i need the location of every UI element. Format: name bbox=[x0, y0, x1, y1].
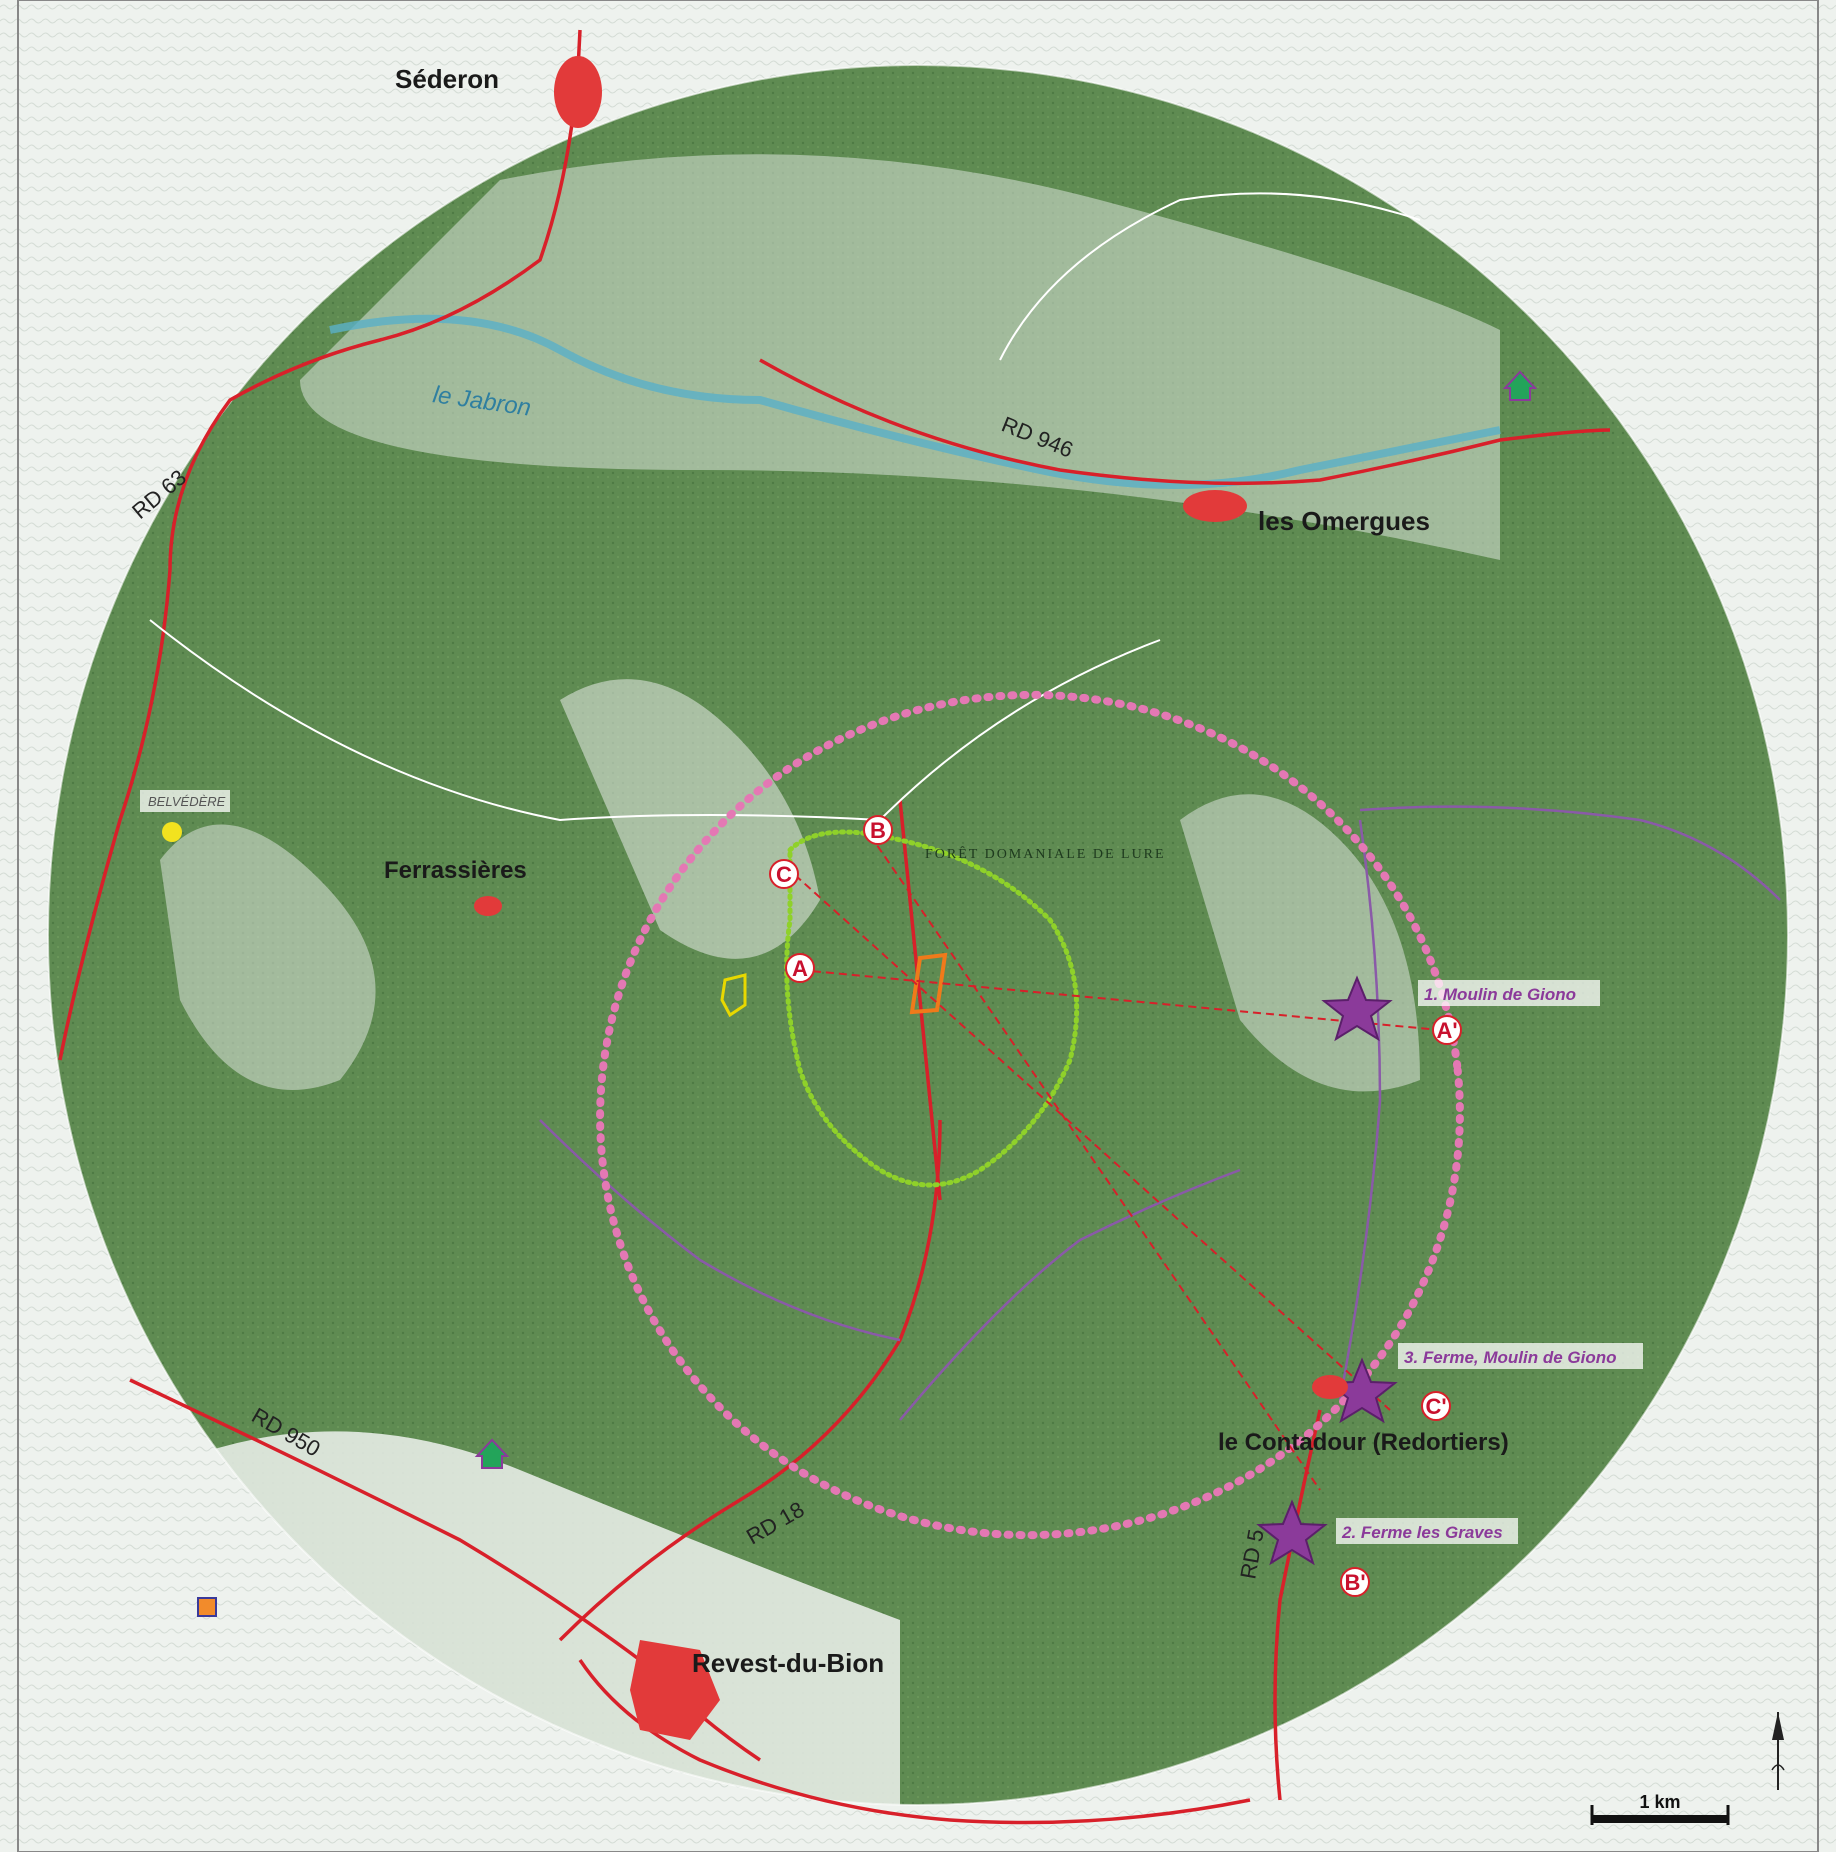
svg-text:Ferrassières: Ferrassières bbox=[384, 857, 527, 884]
belvedere-marker: BELVÉDÈRE bbox=[140, 790, 230, 842]
section-marker-B: B bbox=[863, 815, 893, 845]
viewpoint-star-2: 2. Ferme les Graves bbox=[1256, 1499, 1518, 1566]
svg-text:2. Ferme les Graves: 2. Ferme les Graves bbox=[1341, 1523, 1503, 1542]
square-icon-orange bbox=[197, 1597, 217, 1617]
section-marker-C-prime: C' bbox=[1421, 1391, 1451, 1421]
svg-text:BELVÉDÈRE: BELVÉDÈRE bbox=[148, 794, 226, 809]
river-jabron bbox=[329, 314, 1501, 489]
house-icon-green bbox=[474, 1438, 510, 1469]
town-ferrassieres: Ferrassières bbox=[384, 857, 527, 916]
house-icon-green bbox=[1502, 370, 1538, 401]
viewpoint-star-1: 1. Moulin de Giono bbox=[1321, 975, 1600, 1042]
white-tracks bbox=[149, 192, 1421, 822]
svg-text:B': B' bbox=[1344, 1570, 1365, 1595]
section-marker-A-prime: A' bbox=[1432, 1015, 1462, 1045]
study-zone-circle bbox=[47, 64, 1789, 1806]
section-marker-C: C bbox=[769, 859, 799, 889]
section-marker-B-prime: B' bbox=[1340, 1567, 1370, 1597]
svg-text:3. Ferme, Moulin de Giono: 3. Ferme, Moulin de Giono bbox=[1404, 1348, 1617, 1367]
svg-text:Séderon: Séderon bbox=[395, 64, 499, 94]
svg-text:C: C bbox=[776, 862, 792, 887]
svg-text:les Omergues: les Omergues bbox=[1258, 506, 1430, 536]
svg-text:Revest-du-Bion: Revest-du-Bion bbox=[692, 1648, 884, 1678]
minor-roads bbox=[539, 805, 1781, 1421]
study-zone-forest bbox=[48, 65, 1788, 1805]
forest-label: FORÊT DOMANIALE DE LURE bbox=[925, 845, 1166, 862]
north-arrow-icon bbox=[1771, 1712, 1785, 1790]
svg-text:1 km: 1 km bbox=[1639, 1792, 1680, 1812]
secondary-outline-yellow bbox=[720, 973, 747, 1018]
study-area-outer-boundary bbox=[596, 690, 1464, 1540]
town-le-contadour: le Contadour (Redortiers) bbox=[1218, 1375, 1509, 1456]
viewpoint-star-3: 3. Ferme, Moulin de Giono bbox=[1326, 1343, 1643, 1424]
star-icon bbox=[1321, 975, 1393, 1042]
study-area-inner-boundary bbox=[784, 829, 1080, 1188]
star-icon bbox=[1256, 1499, 1328, 1566]
scale-bar: 1 km bbox=[1590, 1792, 1730, 1825]
svg-text:A': A' bbox=[1436, 1018, 1457, 1043]
svg-text:1. Moulin de Giono: 1. Moulin de Giono bbox=[1424, 985, 1576, 1004]
section-marker-A: A bbox=[785, 953, 815, 983]
svg-text:le Contadour (Redortiers): le Contadour (Redortiers) bbox=[1218, 1429, 1509, 1456]
section-lines bbox=[794, 834, 1441, 1491]
town-les-omergues: les Omergues bbox=[1183, 490, 1430, 536]
town-sederon: Séderon bbox=[395, 56, 602, 128]
svg-text:B: B bbox=[870, 818, 886, 843]
map-border bbox=[17, 0, 1819, 1852]
project-outline-orange bbox=[909, 952, 948, 1015]
svg-text:A: A bbox=[792, 956, 808, 981]
svg-text:C': C' bbox=[1425, 1394, 1446, 1419]
town-revest-du-bion: Revest-du-Bion bbox=[630, 1640, 884, 1740]
